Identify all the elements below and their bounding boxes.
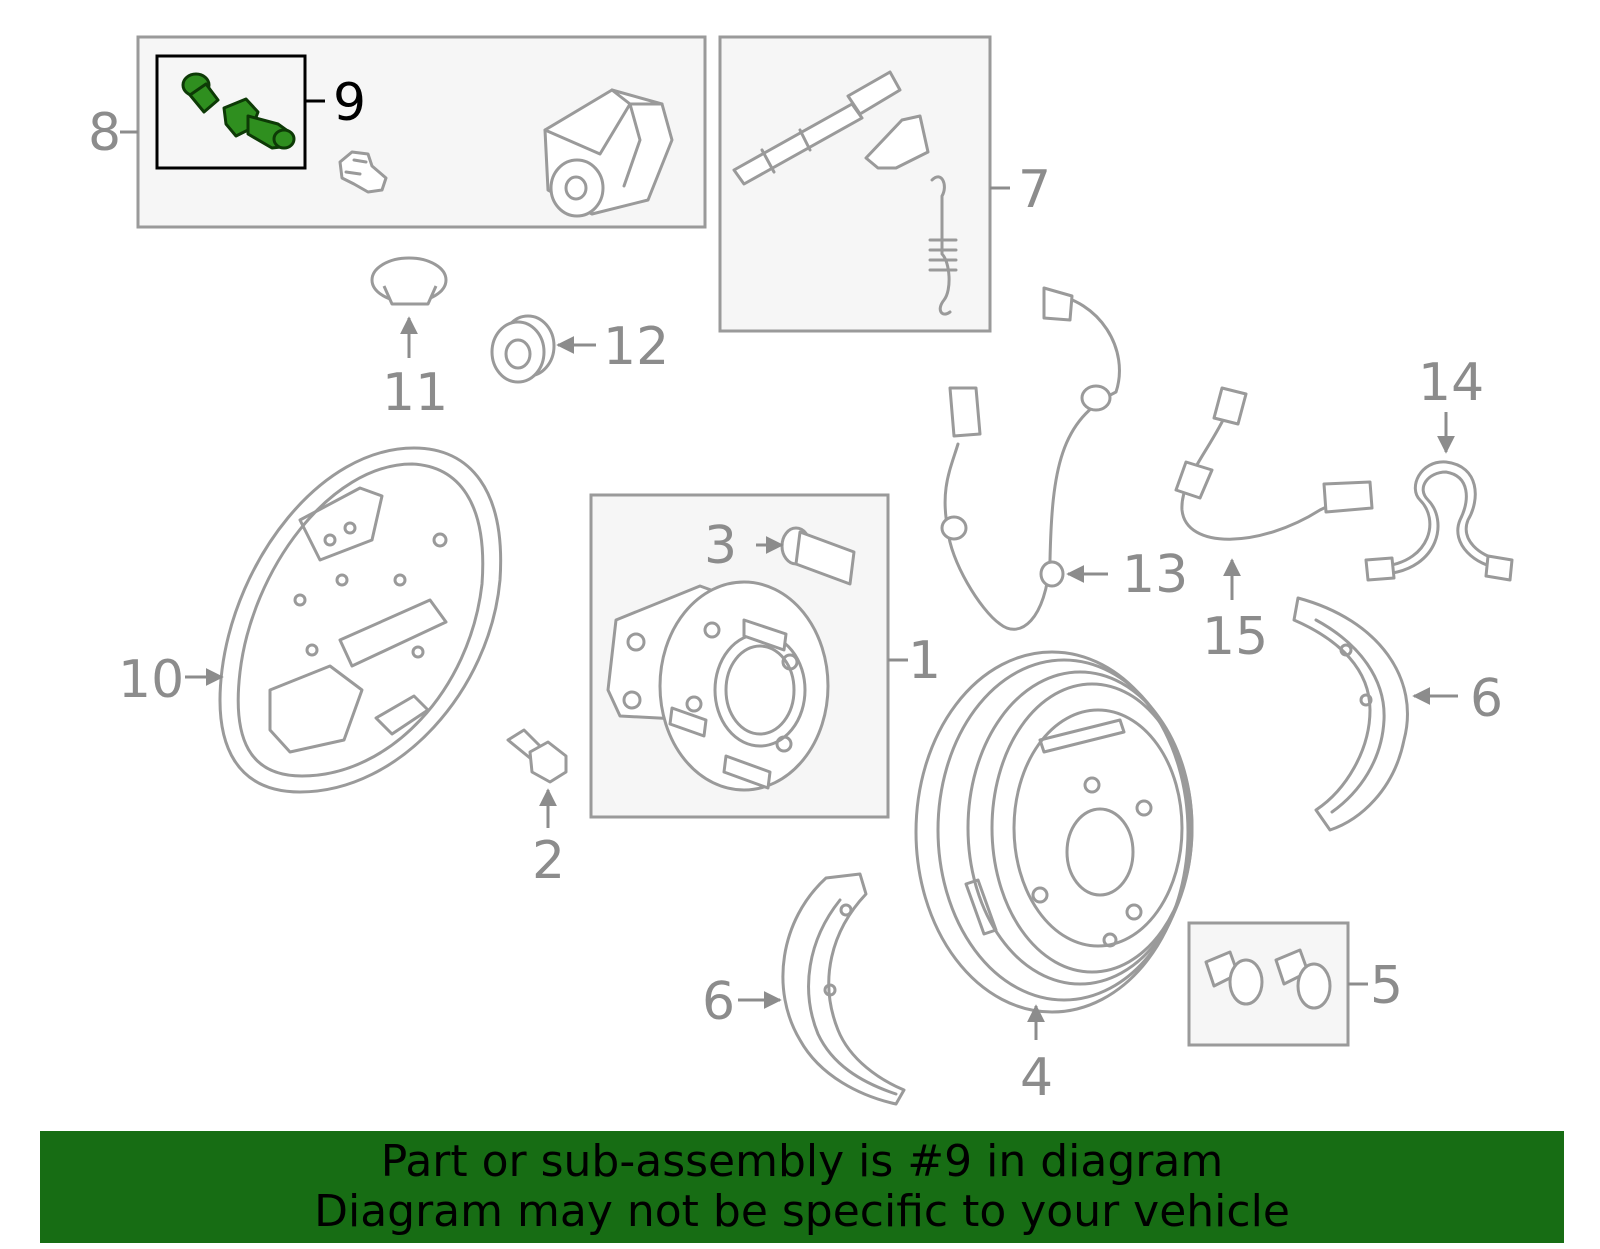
callout-3: 3 xyxy=(704,516,737,576)
callout-10: 10 xyxy=(118,650,184,710)
bleeder-screw-highlighted[interactable] xyxy=(181,72,296,150)
callout-2: 2 xyxy=(532,831,565,891)
callout-4: 4 xyxy=(1020,1048,1053,1108)
wheel-cylinder xyxy=(543,88,674,218)
brake-shoe-left: 6 xyxy=(702,872,906,1106)
brake-shoe-right: 6 xyxy=(1292,596,1503,832)
banner-line-2: Diagram may not be specific to your vehi… xyxy=(314,1186,1290,1237)
callout-9: 9 xyxy=(333,73,366,133)
callout-6b: 6 xyxy=(1470,669,1503,729)
grommet-12: 12 xyxy=(490,314,669,384)
bleeder-cap xyxy=(338,150,388,194)
brake-hardware-kit-box: 7 xyxy=(718,35,1051,333)
bolt-2: 2 xyxy=(506,728,568,891)
callout-1: 1 xyxy=(908,631,941,691)
wheel-stud-3: 3 xyxy=(704,516,856,586)
adjuster-lever xyxy=(864,114,930,170)
brake-line-14: 14 xyxy=(1364,353,1514,582)
callout-11: 11 xyxy=(382,363,448,423)
return-spring xyxy=(928,175,958,316)
callout-15: 15 xyxy=(1202,607,1268,667)
wheel-cylinder-kit-box: 8 9 xyxy=(88,35,707,229)
callout-13: 13 xyxy=(1122,545,1188,605)
brake-hose-15: 15 xyxy=(1174,386,1374,667)
lug-nut-box: 5 xyxy=(1187,921,1403,1047)
hub-flange xyxy=(606,580,830,792)
callout-12: 12 xyxy=(603,317,669,377)
brake-drum-4: 4 xyxy=(914,650,1194,1108)
plug-11: 11 xyxy=(370,256,448,423)
callout-7: 7 xyxy=(1018,160,1051,220)
backing-plate-10: 10 xyxy=(118,446,503,794)
adjuster-strut xyxy=(732,70,902,186)
callout-5: 5 xyxy=(1370,956,1403,1016)
abs-sensor-13: 13 xyxy=(940,286,1188,631)
callout-8: 8 xyxy=(88,103,121,163)
hub-bearing-box: 1 3 xyxy=(589,493,941,819)
info-banner: Part or sub-assembly is #9 in diagram Di… xyxy=(40,1131,1564,1243)
banner-line-1: Part or sub-assembly is #9 in diagram xyxy=(380,1136,1224,1187)
callout-6a: 6 xyxy=(702,972,735,1032)
callout-14: 14 xyxy=(1418,353,1484,413)
